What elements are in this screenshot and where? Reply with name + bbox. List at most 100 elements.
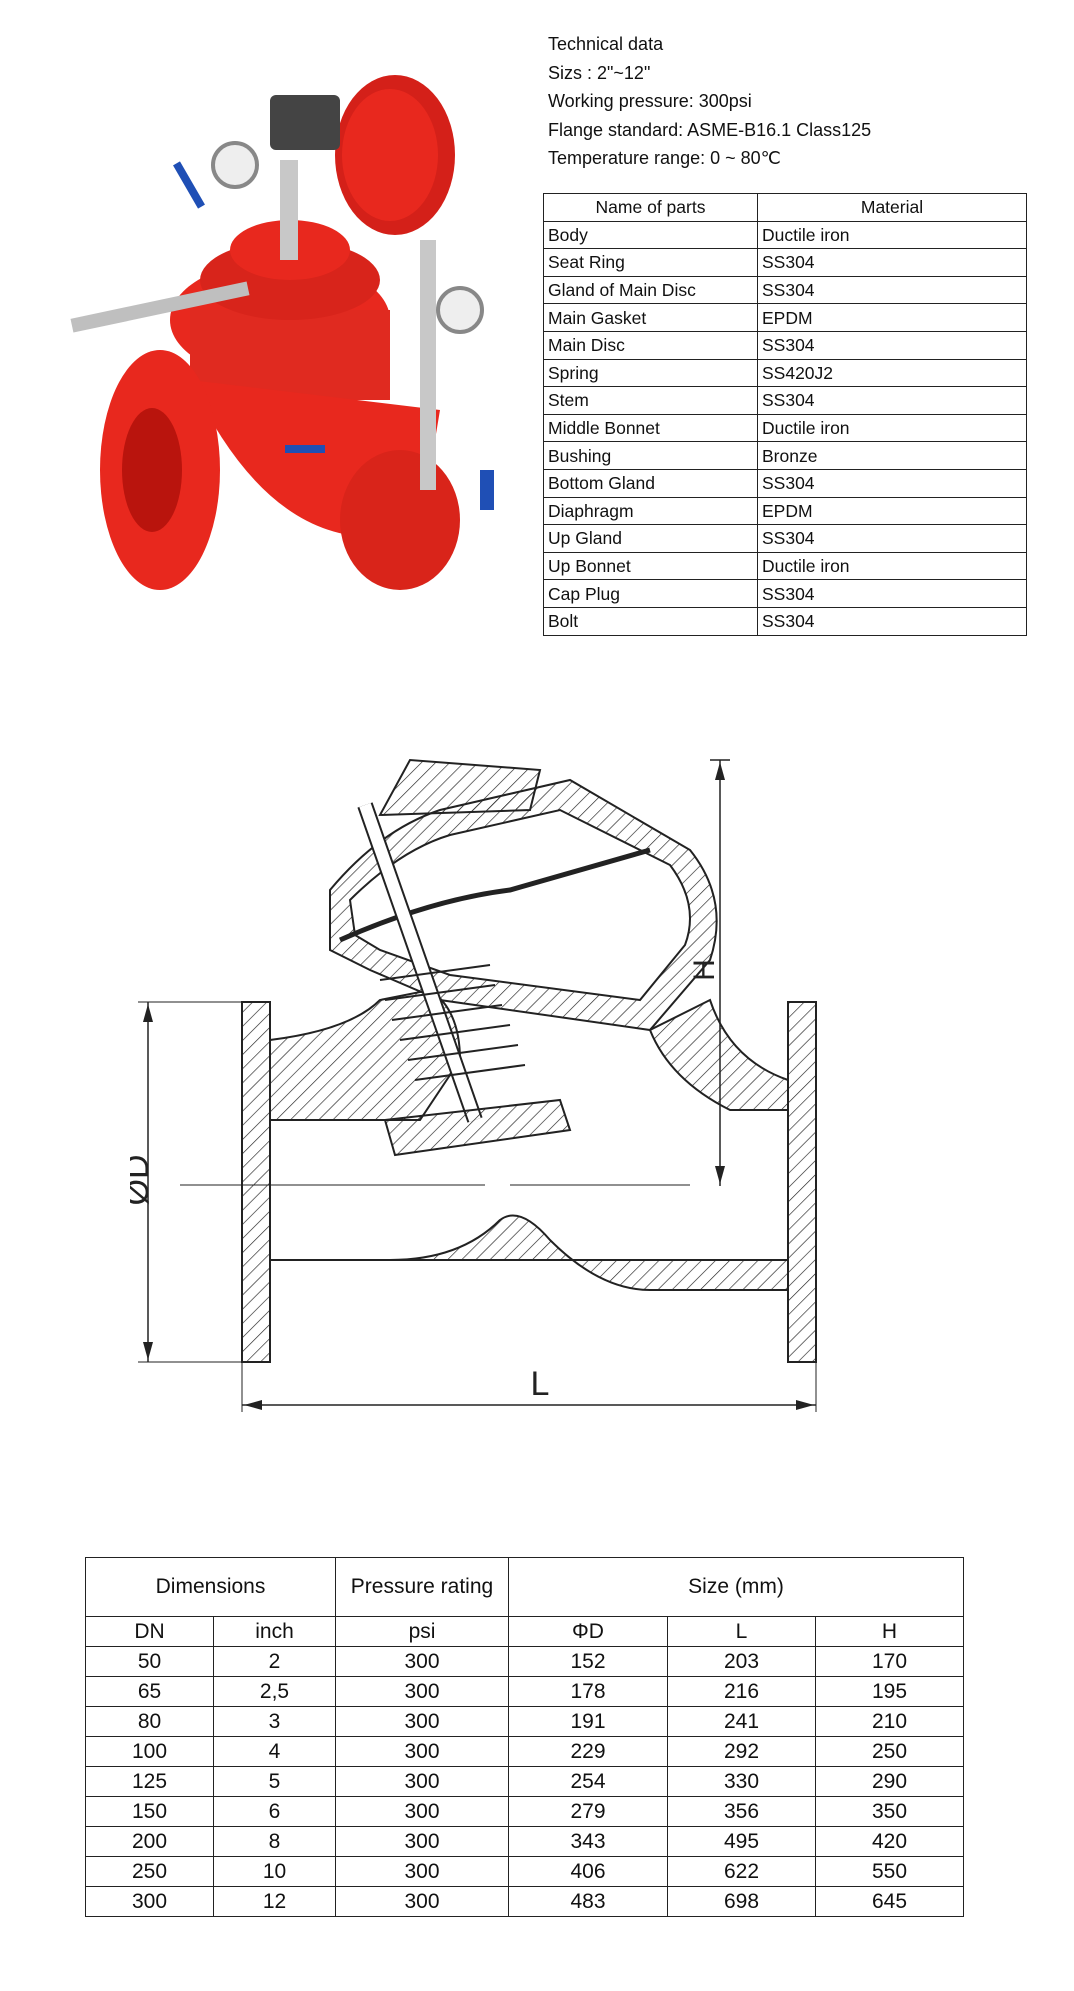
- dn-cell: 50: [85, 1646, 214, 1677]
- flange-standard-line: Flange standard: ASME-B16.1 Class125: [548, 119, 872, 140]
- material-cell: SS420J2: [757, 358, 1027, 388]
- l-cell: 495: [667, 1826, 816, 1857]
- psi-cell: 300: [335, 1646, 509, 1677]
- dn-cell: 65: [85, 1676, 214, 1707]
- psi-cell: 300: [335, 1706, 509, 1737]
- l-cell: 356: [667, 1796, 816, 1827]
- valve-cross-section-drawing: H ØD L: [130, 758, 817, 1412]
- sub-l: L: [667, 1616, 816, 1647]
- technical-data: Technical data Sizs : 2"~12" Working pre…: [548, 30, 871, 173]
- l-cell: 292: [667, 1736, 816, 1767]
- dims-sub-header: DN inch psi ΦD L H: [85, 1616, 964, 1647]
- part-name-cell: Diaphragm: [543, 496, 758, 526]
- phi-d-cell: 483: [508, 1886, 668, 1917]
- inch-cell: 8: [213, 1826, 336, 1857]
- h-cell: 350: [815, 1796, 964, 1827]
- material-cell: Ductile iron: [757, 413, 1027, 443]
- spring: [379, 964, 526, 1081]
- material-cell: Bronze: [757, 441, 1027, 470]
- temperature-range-line: Temperature range: 0 ~ 80℃: [548, 148, 781, 168]
- group-size-mm: Size (mm): [508, 1557, 964, 1617]
- diaphragm: [338, 847, 651, 943]
- h-cell: 420: [815, 1826, 964, 1857]
- part-name-cell: Body: [543, 220, 758, 250]
- material-cell: SS304: [757, 275, 1027, 305]
- part-name-cell: Spring: [543, 358, 758, 388]
- inch-cell: 12: [213, 1886, 336, 1917]
- group-pressure-rating: Pressure rating: [335, 1557, 509, 1617]
- phi-d-cell: 178: [508, 1676, 668, 1707]
- l-cell: 622: [667, 1856, 816, 1887]
- material-cell: Ductile iron: [757, 220, 1027, 250]
- material-cell: SS304: [757, 606, 1027, 636]
- dims-group-header: Dimensions Pressure rating Size (mm): [85, 1557, 964, 1617]
- header-material: Material: [757, 193, 1027, 222]
- l-cell: 241: [667, 1706, 816, 1737]
- right-flange: [787, 1001, 817, 1363]
- body-upper-right: [648, 998, 789, 1111]
- inch-cell: 2: [213, 1646, 336, 1677]
- inch-cell: 3: [213, 1706, 336, 1737]
- phi-d-cell: 152: [508, 1646, 668, 1677]
- material-cell: SS304: [757, 248, 1027, 277]
- psi-cell: 300: [335, 1766, 509, 1797]
- part-name-cell: Up Bonnet: [543, 551, 758, 581]
- part-name-cell: Main Gasket: [543, 303, 758, 332]
- h-cell: 250: [815, 1736, 964, 1767]
- parts-table-header: Name of parts Material: [543, 193, 1027, 222]
- phi-d-cell: 254: [508, 1766, 668, 1797]
- material-cell: SS304: [757, 468, 1027, 498]
- l-cell: 216: [667, 1676, 816, 1707]
- h-cell: 210: [815, 1706, 964, 1737]
- material-cell: EPDM: [757, 303, 1027, 332]
- body-lower: [270, 1214, 789, 1291]
- label-l: L: [531, 1365, 550, 1403]
- inch-cell: 4: [213, 1736, 336, 1767]
- sub-phi-d: ΦD: [508, 1616, 668, 1647]
- phi-d-cell: 229: [508, 1736, 668, 1767]
- valve-product-photo: [70, 75, 494, 590]
- label-d: ØD: [130, 1155, 156, 1206]
- dn-cell: 250: [85, 1856, 214, 1887]
- inch-cell: 2,5: [213, 1676, 336, 1707]
- phi-d-cell: 406: [508, 1856, 668, 1887]
- material-cell: SS304: [757, 579, 1027, 608]
- inch-cell: 6: [213, 1796, 336, 1827]
- working-pressure-line: Working pressure: 300psi: [548, 91, 752, 111]
- dn-cell: 125: [85, 1766, 214, 1797]
- sub-h: H: [815, 1616, 964, 1647]
- dn-cell: 80: [85, 1706, 214, 1737]
- l-cell: 698: [667, 1886, 816, 1917]
- sub-inch: inch: [213, 1616, 336, 1647]
- material-cell: SS304: [757, 330, 1027, 360]
- technical-title: Technical data: [548, 34, 664, 54]
- part-name-cell: Up Gland: [543, 524, 758, 553]
- part-name-cell: Middle Bonnet: [543, 413, 758, 443]
- phi-d-cell: 343: [508, 1826, 668, 1857]
- phi-d-cell: 191: [508, 1706, 668, 1737]
- label-h: H: [688, 959, 721, 981]
- dn-cell: 150: [85, 1796, 214, 1827]
- material-cell: SS304: [757, 524, 1027, 553]
- part-name-cell: Seat Ring: [543, 248, 758, 277]
